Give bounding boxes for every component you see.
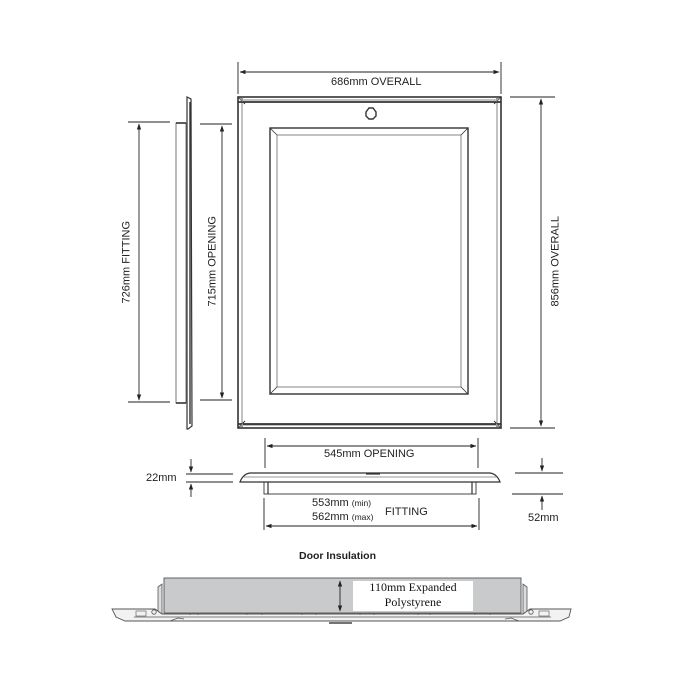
dim-fitting-height (128, 121, 170, 403)
dim-overall-width (237, 62, 502, 94)
section-view (111, 577, 572, 624)
dim-opening-height (200, 123, 232, 401)
fitting-min-suffix: (min) (351, 498, 372, 508)
fitting-max-value: 562mm (312, 511, 349, 523)
dim-overall-height (510, 96, 555, 429)
dim-total-depth (512, 458, 563, 510)
insulation-label: 110mm Expanded Polystyrene (353, 580, 473, 610)
dim-opening-width (264, 438, 479, 468)
opening-width-label: 545mm OPENING (324, 448, 415, 460)
section-title: Door Insulation (299, 550, 376, 562)
total-depth-label: 52mm (528, 512, 559, 524)
opening-height-label: 715mm OPENING (206, 216, 219, 307)
overall-height-label: 856mm OVERALL (549, 216, 562, 307)
bottom-view (239, 472, 501, 495)
front-view (237, 96, 502, 429)
frame-depth-label: 22mm (146, 472, 177, 484)
insulation-label-line2: Polystyrene (384, 595, 442, 609)
fitting-max-line: 562mm (max) (312, 512, 373, 523)
insulation-label-line1: 110mm Expanded (369, 580, 457, 594)
fitting-max-suffix: (max) (351, 512, 374, 522)
dim-frame-depth (186, 459, 233, 497)
fitting-height-label: 726mm FITTING (120, 220, 133, 304)
insulation-label-box (353, 581, 473, 611)
lock-icon (365, 107, 377, 120)
side-view (175, 96, 193, 430)
fitting-label: FITTING (385, 506, 428, 518)
overall-width-label: 686mm OVERALL (331, 76, 422, 88)
fitting-min-value: 553mm (312, 497, 349, 509)
fitting-min-line: 553mm (min) (312, 498, 371, 509)
dim-fitting-width (263, 498, 480, 530)
